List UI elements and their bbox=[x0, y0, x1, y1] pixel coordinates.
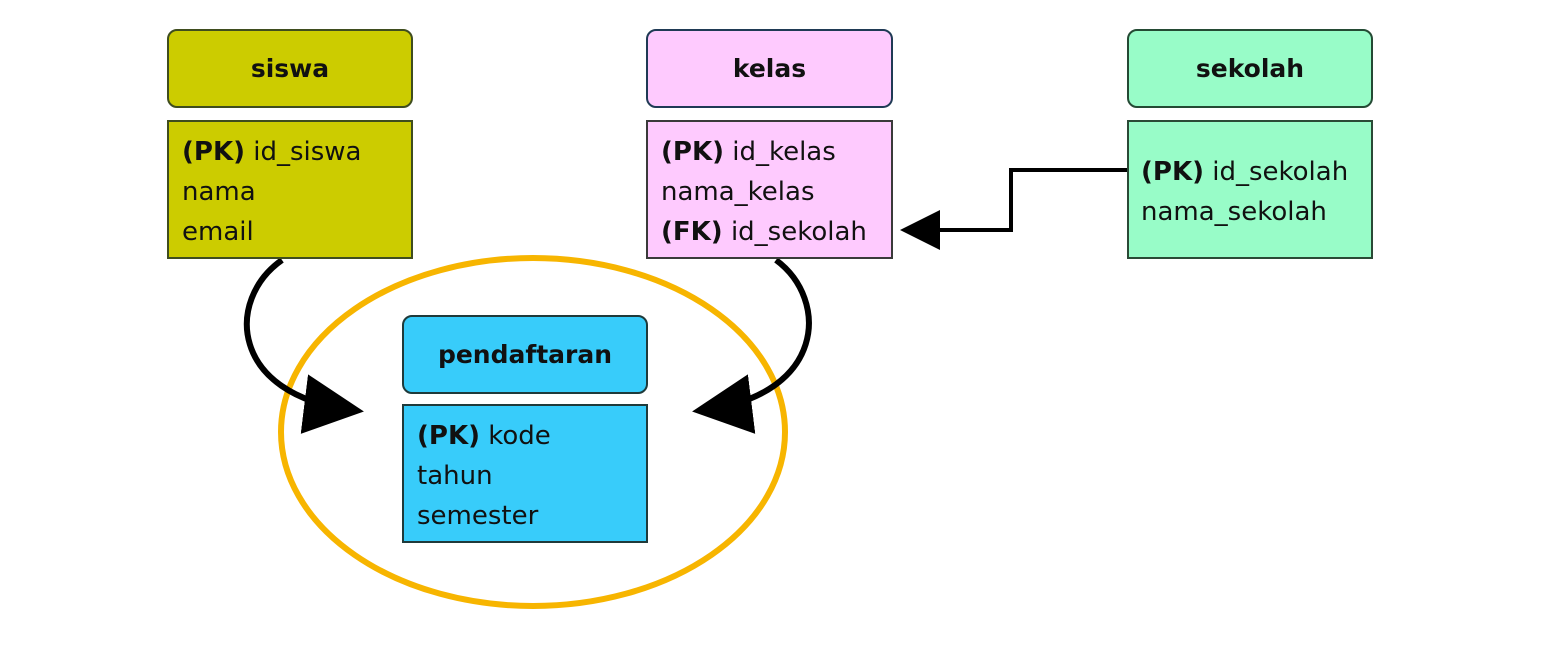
attribute-tahun: tahun bbox=[417, 456, 646, 496]
attribute-nama-sekolah: nama_sekolah bbox=[1141, 192, 1371, 232]
primary-key-tag: (PK) bbox=[182, 137, 245, 167]
primary-key-tag: (PK) bbox=[417, 421, 480, 451]
attribute-name: id_siswa bbox=[253, 137, 362, 167]
attribute-email: email bbox=[182, 212, 411, 252]
attribute-id-siswa: (PK) id_siswa bbox=[182, 132, 411, 172]
attribute-name: id_kelas bbox=[732, 137, 836, 167]
entity-body-siswa: (PK) id_siswa nama email bbox=[167, 120, 413, 259]
entity-body-pendaftaran: (PK) kode tahun semester bbox=[402, 404, 648, 543]
foreign-key-tag: (FK) bbox=[661, 217, 723, 247]
attribute-name: kode bbox=[488, 421, 551, 451]
entity-header-siswa: siswa bbox=[167, 29, 413, 108]
attribute-semester: semester bbox=[417, 496, 646, 536]
attribute-fk-id-sekolah: (FK) id_sekolah bbox=[661, 212, 891, 252]
connector-siswa-pendaftaran bbox=[243, 257, 364, 434]
entity-body-kelas: (PK) id_kelas nama_kelas (FK) id_sekolah bbox=[646, 120, 893, 259]
attribute-nama: nama bbox=[182, 172, 411, 212]
attribute-name: semester bbox=[417, 501, 539, 531]
attribute-name: id_sekolah bbox=[730, 217, 867, 247]
entity-body-sekolah: (PK) id_sekolah nama_sekolah bbox=[1127, 120, 1373, 259]
attribute-name: nama_sekolah bbox=[1141, 197, 1327, 227]
attribute-name: tahun bbox=[417, 461, 493, 491]
connector-kelas-pendaftaran bbox=[692, 257, 812, 434]
entity-title-sekolah: sekolah bbox=[1195, 54, 1305, 83]
attribute-name: nama bbox=[182, 177, 256, 207]
entity-header-kelas: kelas bbox=[646, 29, 893, 108]
attribute-name: nama_kelas bbox=[661, 177, 815, 207]
primary-key-tag: (PK) bbox=[1141, 157, 1204, 187]
entity-title-kelas: kelas bbox=[732, 54, 807, 83]
attribute-name: id_sekolah bbox=[1212, 157, 1349, 187]
connector-sekolah-kelas bbox=[900, 168, 1127, 250]
attribute-name: email bbox=[182, 217, 254, 247]
entity-title-pendaftaran: pendaftaran bbox=[437, 340, 613, 369]
attribute-id-sekolah: (PK) id_sekolah bbox=[1141, 152, 1371, 192]
entity-header-sekolah: sekolah bbox=[1127, 29, 1373, 108]
entity-header-pendaftaran: pendaftaran bbox=[402, 315, 648, 394]
highlight-ellipse bbox=[278, 255, 788, 609]
attribute-kode: (PK) kode bbox=[417, 416, 646, 456]
primary-key-tag: (PK) bbox=[661, 137, 724, 167]
entity-title-siswa: siswa bbox=[250, 54, 330, 83]
attribute-id-kelas: (PK) id_kelas bbox=[661, 132, 891, 172]
attribute-nama-kelas: nama_kelas bbox=[661, 172, 891, 212]
